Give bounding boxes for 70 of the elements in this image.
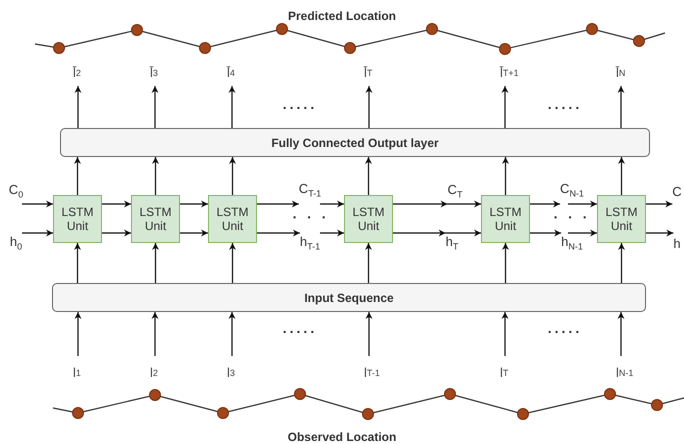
arrow: [393, 200, 448, 208]
arrow: [365, 157, 372, 195]
arrow: [74, 157, 81, 195]
arrow: [366, 86, 372, 128]
arrow: [502, 312, 508, 356]
ellipsis-dots: .....: [548, 320, 582, 336]
arrow: [446, 230, 481, 236]
ellipsis-dots: · · ·: [554, 209, 590, 225]
arrow: [229, 157, 236, 195]
arrow: [448, 200, 481, 208]
cell-state-label: C$_{T}$: [448, 182, 462, 202]
ellipsis-dots: .....: [282, 96, 318, 112]
cell-state-label: C$_{N-1}$: [560, 180, 584, 202]
arrow: [366, 312, 372, 356]
cell-state-label: C: [672, 184, 682, 200]
arrow: [393, 230, 446, 236]
arrow: [618, 312, 624, 356]
arrow: [502, 243, 509, 283]
arrow: [102, 200, 131, 208]
arrow: [102, 230, 131, 236]
hidden-state-label: h$_{0}$: [10, 234, 22, 254]
arrow: [180, 230, 208, 236]
arrow: [320, 200, 344, 208]
arrow: [320, 230, 344, 236]
arrow: [74, 243, 81, 283]
arrow: [502, 157, 509, 195]
hidden-state-label: h$_{N-1}$: [561, 234, 583, 254]
input-layer-bar: Input Sequence: [52, 283, 646, 312]
hidden-state-label: h: [673, 236, 681, 252]
arrow: [618, 86, 624, 128]
arrow: [502, 86, 508, 128]
arrow: [74, 86, 82, 128]
arrow: [74, 312, 82, 356]
arrow: [568, 200, 597, 208]
arrow: [618, 157, 625, 195]
hidden-state-label: h$_{T}$: [446, 234, 458, 254]
arrow: [152, 312, 158, 356]
arrow: [22, 200, 53, 208]
chart-title: Observed Location: [288, 429, 396, 444]
lstm-unit-box: LSTM Unit: [53, 195, 102, 243]
arrow: [530, 200, 560, 208]
lstm-unit-box: LSTM Unit: [597, 195, 646, 243]
lstm-unit-box: LSTM Unit: [481, 195, 530, 243]
ellipsis-dots: .....: [282, 320, 318, 336]
arrow: [530, 230, 562, 236]
cell-state-label: C$_{0}$: [8, 182, 24, 202]
cell-state-label: C$_{T-1}$: [298, 180, 322, 202]
arrow: [646, 230, 674, 236]
ellipsis-dots: · · ·: [292, 209, 330, 225]
lstm-unit-box: LSTM Unit: [344, 195, 393, 243]
arrow: [618, 243, 625, 283]
hidden-state-label: h$_{T-1}$: [300, 234, 320, 254]
lstm-unit-box: LSTM Unit: [131, 195, 180, 243]
arrow: [152, 86, 158, 128]
arrow: [229, 243, 236, 283]
chart-title: Predicted Location: [288, 8, 396, 24]
arrow: [152, 243, 159, 283]
arrow: [152, 157, 159, 195]
arrow: [257, 230, 300, 236]
ellipsis-dots: .....: [548, 96, 582, 112]
arrow: [568, 230, 597, 236]
arrow: [228, 86, 236, 128]
arrow: [228, 312, 236, 356]
output-layer-bar: Fully Connected Output layer: [60, 128, 650, 157]
lstm-unit-box: LSTM Unit: [208, 195, 257, 243]
arrow: [22, 230, 53, 236]
arrow: [365, 243, 372, 283]
arrow: [646, 200, 672, 208]
arrow: [180, 200, 208, 208]
arrow: [257, 200, 299, 208]
